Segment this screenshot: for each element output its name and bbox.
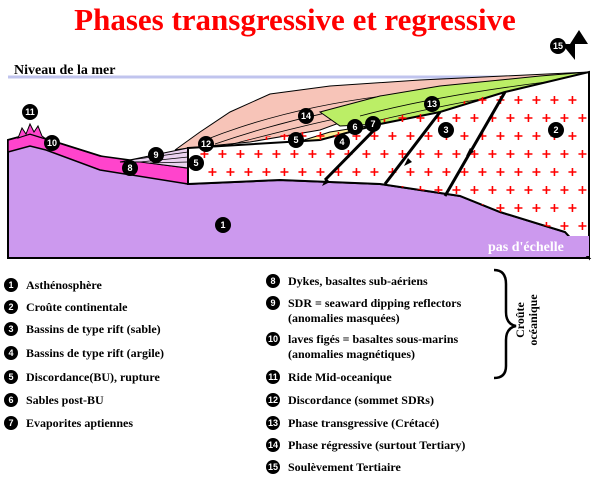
- svg-text:4: 4: [339, 137, 344, 147]
- marker-15: 15: [550, 38, 566, 54]
- scale-label: pas d'échelle: [488, 240, 564, 255]
- svg-text:11: 11: [25, 107, 35, 117]
- svg-text:1: 1: [220, 220, 225, 230]
- svg-text:9: 9: [153, 150, 158, 160]
- svg-text:3: 3: [443, 125, 448, 135]
- marker-2: 2: [548, 122, 564, 138]
- marker-3: 3: [438, 122, 454, 138]
- marker-9: 9: [148, 147, 164, 163]
- diagram-markers: 1 2 3 4 5 5 6 7 8 9 10 11 12 13 14 15: [22, 38, 566, 233]
- svg-text:13: 13: [427, 99, 437, 109]
- mid-ocean-ridge: [17, 122, 47, 140]
- marker-12: 12: [198, 136, 214, 152]
- svg-text:6: 6: [352, 122, 357, 132]
- svg-text:5: 5: [193, 158, 198, 168]
- marker-7: 7: [365, 116, 381, 132]
- sea-level-label: Niveau de la mer: [14, 63, 115, 78]
- marker-8: 8: [122, 160, 138, 176]
- svg-text:5: 5: [293, 135, 298, 145]
- normal-faults: [323, 91, 507, 197]
- svg-text:15: 15: [553, 41, 563, 51]
- svg-text:12: 12: [201, 139, 211, 149]
- marker-1: 1: [215, 217, 231, 233]
- page-title: Phases transgressive et regressive: [74, 2, 516, 37]
- marker-5: 5: [288, 132, 304, 148]
- marker-13: 13: [424, 96, 440, 112]
- marker-14: 14: [298, 108, 314, 124]
- uplift-arrow-icon: [562, 30, 588, 60]
- svg-text:14: 14: [301, 111, 311, 121]
- svg-text:8: 8: [127, 163, 132, 173]
- svg-text:2: 2: [553, 125, 558, 135]
- svg-text:10: 10: [47, 138, 57, 148]
- fault-arrows: [322, 148, 474, 186]
- marker-4: 4: [334, 134, 350, 150]
- brace: [493, 268, 517, 380]
- svg-text:7: 7: [370, 119, 375, 129]
- marker-11: 11: [22, 104, 38, 120]
- marker-5b: 5: [188, 155, 204, 171]
- marker-10: 10: [44, 135, 60, 151]
- marker-6: 6: [347, 119, 363, 135]
